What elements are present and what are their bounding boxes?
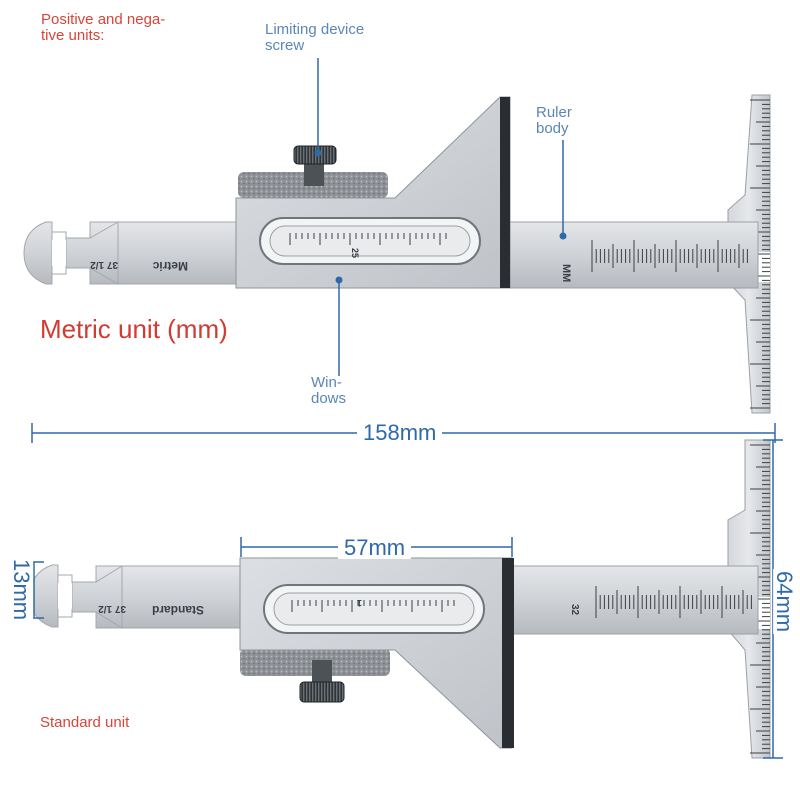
slider-length-dimension: 57mm — [338, 536, 412, 559]
top-engraving-fraction: 37 1/2 — [90, 259, 118, 270]
bottom-engraving-fraction: 37 1/2 — [98, 603, 126, 614]
overall-length-dimension: 158mm — [357, 421, 443, 444]
bottom-slider-edge — [502, 558, 514, 748]
bottom-window-ticks — [291, 600, 455, 612]
bottom-gauge: 37 1/2 Standard 1 32 — [29, 439, 771, 759]
positive-negative-label: Positive and nega- tive units: — [41, 12, 165, 44]
top-slider-edge — [500, 97, 510, 288]
callout-lines — [317, 58, 564, 376]
screw-callout-dot — [314, 149, 322, 157]
top-screw-stem — [304, 160, 324, 186]
top-head-gap — [52, 240, 66, 266]
ruler-callout-dot — [559, 232, 567, 240]
top-screw-knob — [293, 145, 337, 165]
top-head — [23, 221, 53, 285]
limiting-screw-line-1: Limiting device — [265, 21, 365, 38]
top-gauge: 37 1/2 Metric 25 MM — [23, 94, 771, 414]
blade-height-dimension: 64mm — [772, 568, 798, 635]
head-width-dimension: 13mm — [9, 556, 35, 623]
ruler-body-line-1: Ruler — [536, 104, 572, 121]
metric-unit-label: Metric unit (mm) — [40, 314, 228, 344]
bottom-blade-ticks — [750, 444, 770, 754]
bottom-window-inner — [273, 592, 475, 626]
positive-negative-line-1: Positive and nega- — [41, 11, 166, 28]
bottom-head-gap — [58, 583, 72, 609]
windows-label: Win- dows — [311, 375, 346, 407]
bottom-engraving-window-number: 1 — [357, 598, 362, 608]
bottom-screw-stem — [312, 660, 332, 688]
windows-line-2: dows — [311, 389, 347, 407]
limiting-screw-line-2: screw — [265, 36, 305, 54]
top-engraving-unit: MM — [560, 264, 572, 282]
top-ruler-body — [499, 221, 759, 289]
limiting-screw-label: Limiting device screw — [265, 22, 364, 54]
top-engraving-window-number: 25 — [350, 248, 360, 258]
bottom-neck — [67, 565, 123, 629]
top-ruler-ticks — [591, 240, 748, 272]
positive-negative-line-2: tive units: — [41, 26, 105, 44]
top-neck — [59, 221, 119, 285]
windows-callout-dot — [335, 276, 343, 284]
bottom-engraving-word: Standard — [152, 603, 204, 617]
bottom-ruler-body — [504, 565, 759, 635]
windows-line-1: Win- — [311, 374, 342, 391]
top-window-ticks — [289, 233, 447, 245]
standard-unit-label: Standard unit — [40, 714, 130, 731]
ruler-body-line-2: body — [536, 119, 569, 137]
bottom-ruler-ticks — [595, 586, 752, 618]
ruler-body-label: Ruler body — [536, 105, 572, 137]
top-engraving-word: Metric — [152, 259, 188, 273]
bottom-screw-knob — [299, 681, 345, 703]
bottom-engraving-scale-number: 32 — [569, 604, 580, 616]
